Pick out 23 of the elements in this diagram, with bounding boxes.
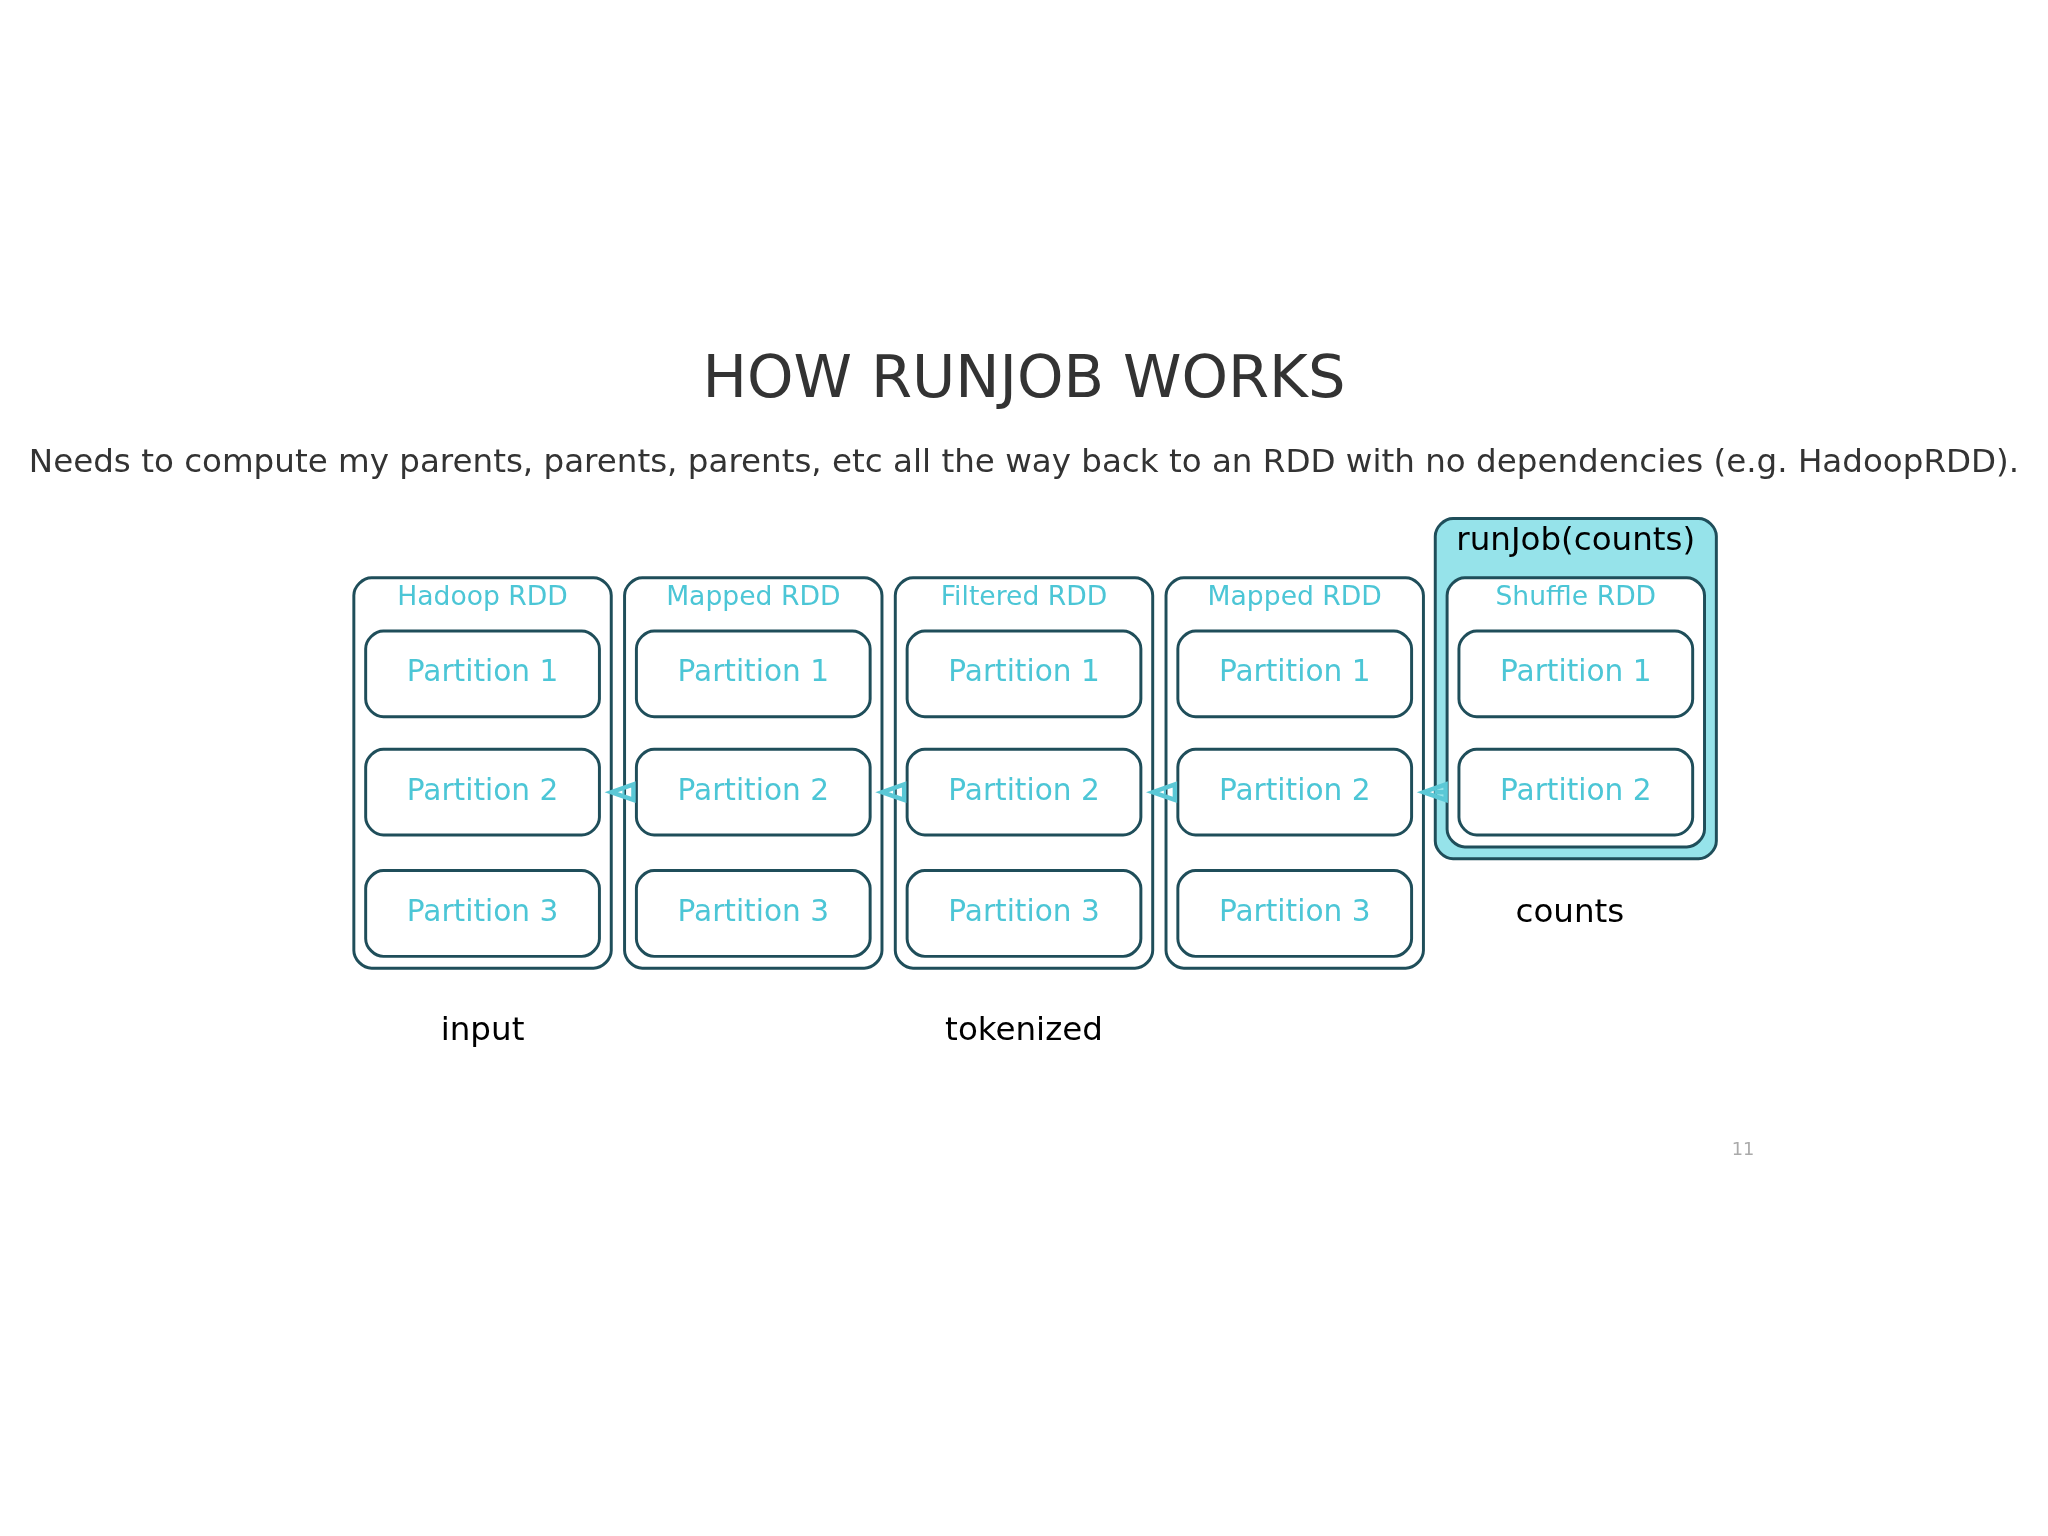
node-box: Partition 2 xyxy=(905,747,1143,837)
node-box: Partition 2 xyxy=(1457,747,1695,837)
node-label: input xyxy=(440,1009,525,1048)
node-box: Partition 1 xyxy=(1176,628,1414,718)
arrow xyxy=(604,780,636,803)
node-box: Partition 1 xyxy=(634,628,872,718)
diagram-title: HOW RUNJOB WORKS xyxy=(702,341,1346,411)
node-box: Partition 3 xyxy=(634,868,872,958)
label: 11 xyxy=(1731,1138,1755,1159)
node-box: Partition 1 xyxy=(905,628,1143,718)
node-box: Partition 3 xyxy=(905,868,1143,958)
label: Needs to compute my parents, parents, parents, etc all the way back to an RDD with no dependencies (e.g. HadoopRDD). xyxy=(28,441,2020,480)
node-box: Partition 3 xyxy=(364,868,601,958)
node-box: Partition 1 xyxy=(1457,628,1695,718)
node-box: Partition 2 xyxy=(364,747,601,837)
node-label: counts xyxy=(1515,891,1625,930)
node-box: Partition 3 xyxy=(1176,868,1414,958)
node-label: tokenized xyxy=(945,1009,1103,1048)
node-box: Partition 2 xyxy=(634,747,872,837)
arrow xyxy=(1146,780,1178,803)
node-box: Partition 1 xyxy=(364,628,601,718)
arrow xyxy=(875,780,907,803)
node-box: Partition 2 xyxy=(1176,747,1414,837)
